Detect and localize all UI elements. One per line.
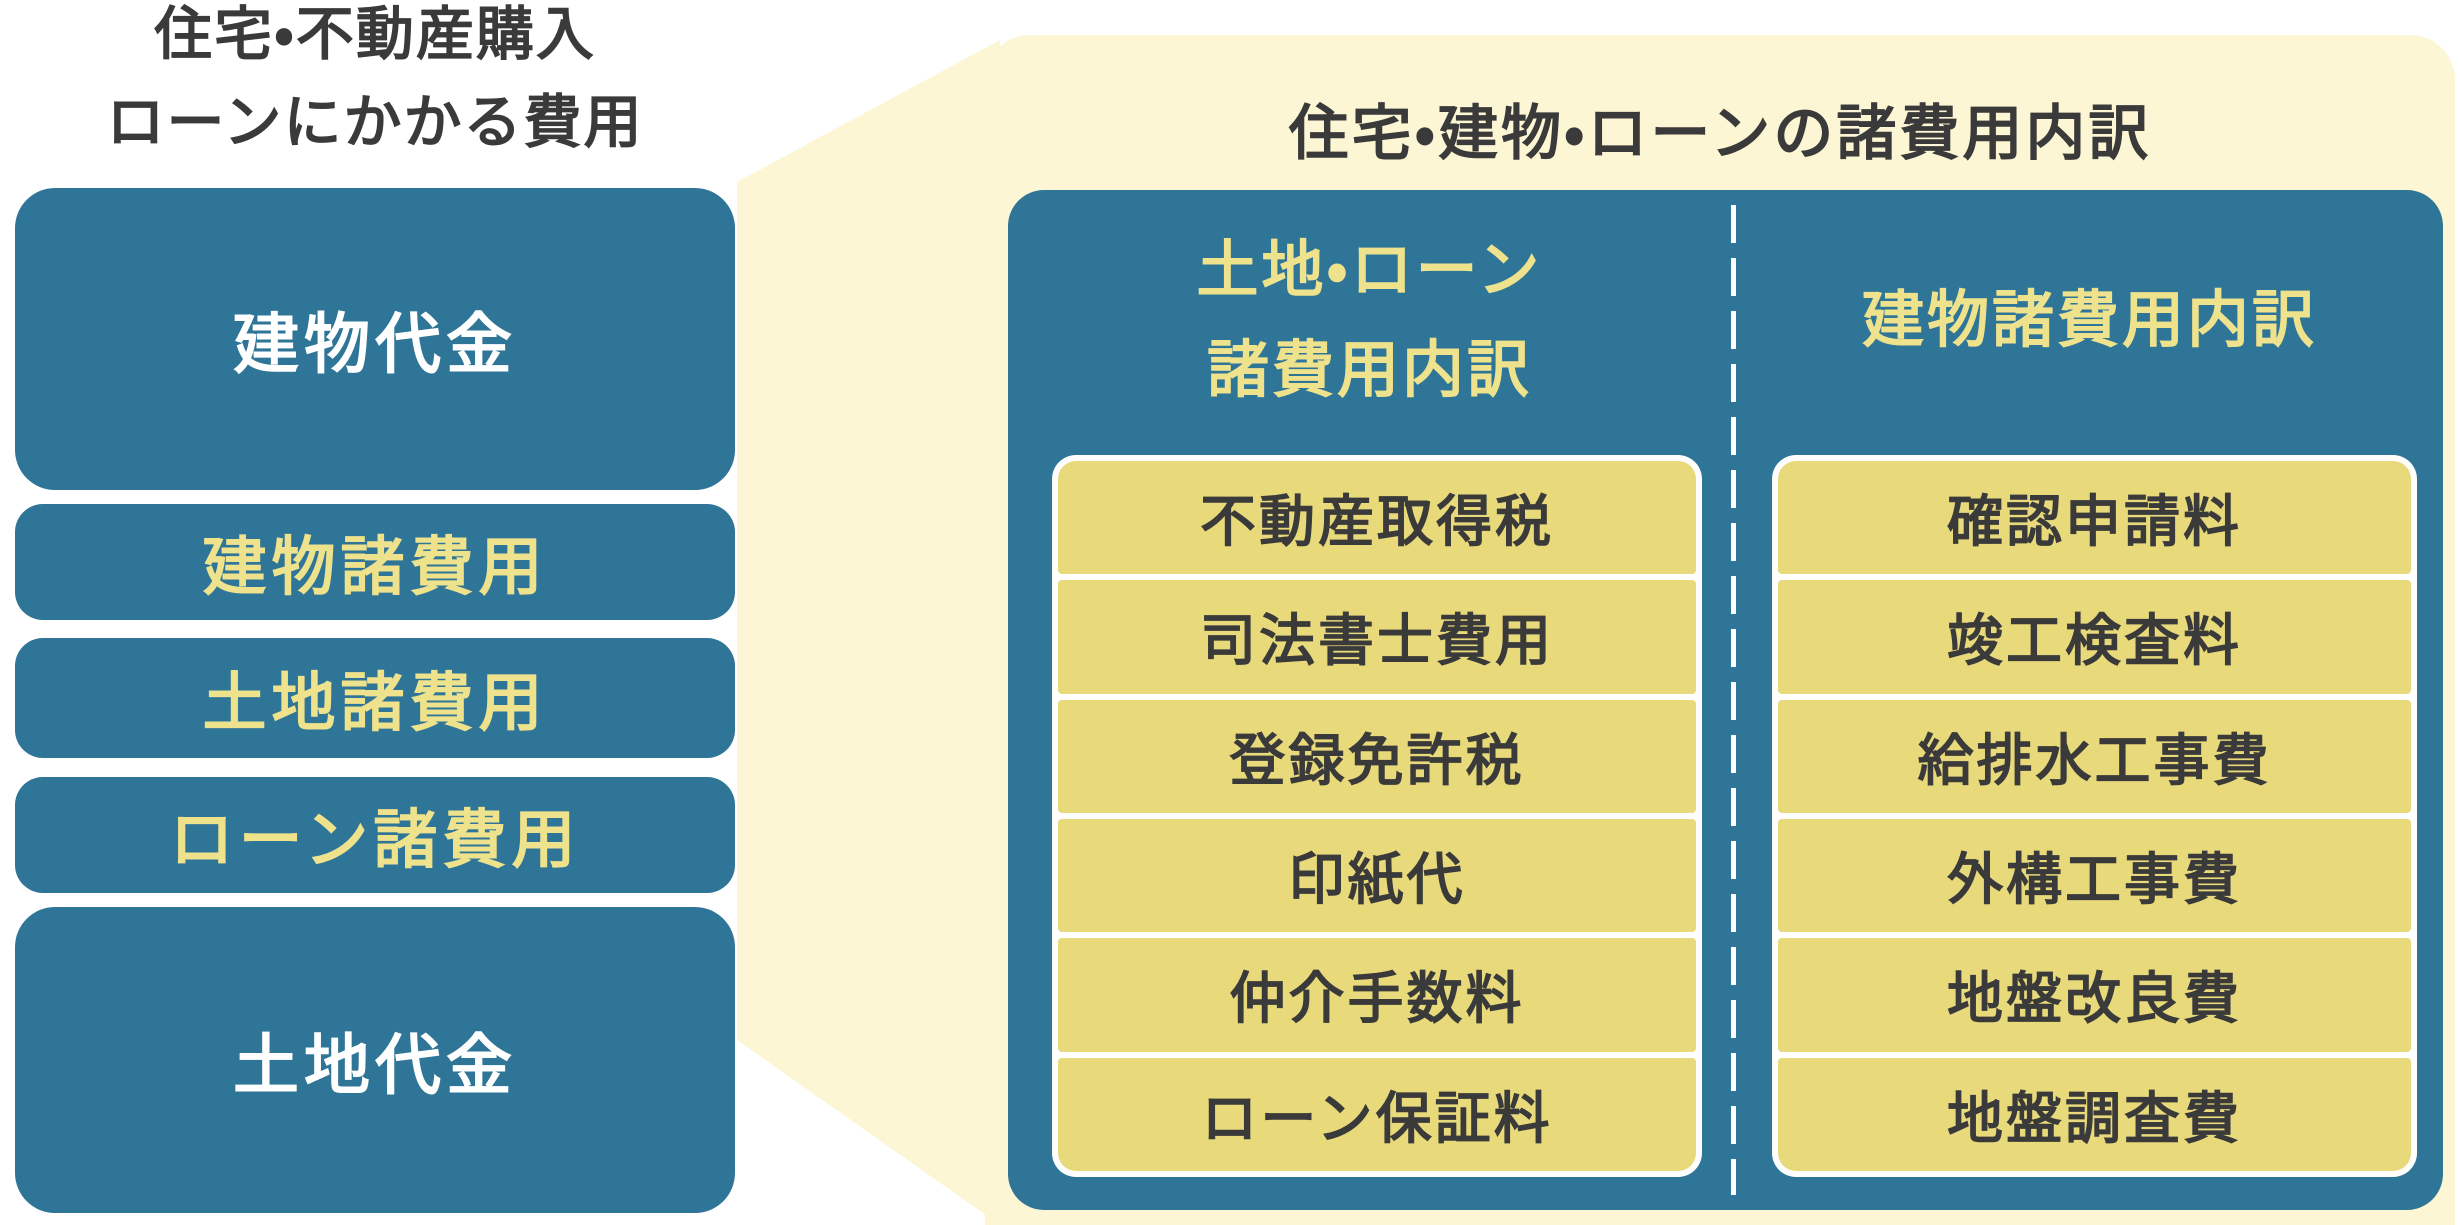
breakdown-panel-title: 住宅・建物・ローンの諸費用内訳 bbox=[1288, 99, 2152, 169]
fee-item: 外構工事費 bbox=[1778, 818, 2411, 933]
land-loan-fees-item-list: 不動産取得税 司法書士費用 登録免許税 印紙代 仲介手数料 ローン保証料 bbox=[1052, 455, 1702, 1177]
box-land-fees: 土地諸費用 bbox=[15, 638, 735, 758]
building-fees-header-line1: 建物諸費用内訳 bbox=[1861, 283, 2317, 356]
column-divider-dashed-line bbox=[1731, 205, 1736, 1195]
left-column-title-line1: 住宅・不動産購入 bbox=[154, 0, 596, 68]
fee-item: 確認申請料 bbox=[1778, 461, 2411, 575]
land-loan-fees-column-header: 土地・ローン 諸費用内訳 bbox=[1008, 220, 1731, 420]
box-building-price: 建物代金 bbox=[15, 188, 735, 490]
box-land-price: 土地代金 bbox=[15, 907, 735, 1213]
fee-item: 竣工検査料 bbox=[1778, 580, 2411, 694]
fee-item: 地盤改良費 bbox=[1778, 938, 2411, 1052]
fee-item: 仲介手数料 bbox=[1058, 938, 1696, 1052]
breakdown-panel: 住宅・建物・ローンの諸費用内訳 土地・ローン 諸費用内訳 建物諸費用内訳 不動産… bbox=[985, 35, 2455, 1225]
left-column-title: 住宅・不動産購入 ローンにかかる費用 bbox=[15, 0, 735, 166]
funnel-shape bbox=[737, 40, 1000, 1225]
land-loan-fees-header-line2: 諸費用内訳 bbox=[1206, 333, 1532, 406]
box-building-fees: 建物諸費用 bbox=[15, 504, 735, 620]
fee-item: 登録免許税 bbox=[1058, 699, 1696, 813]
fee-item: 印紙代 bbox=[1058, 818, 1696, 933]
box-loan-fees: ローン諸費用 bbox=[15, 777, 735, 893]
left-column-title-line2: ローンにかかる費用 bbox=[106, 88, 644, 156]
land-loan-fees-header-line1: 土地・ローン bbox=[1196, 233, 1543, 306]
fee-item: 地盤調査費 bbox=[1778, 1057, 2411, 1171]
fee-item: 司法書士費用 bbox=[1058, 580, 1696, 694]
breakdown-table: 土地・ローン 諸費用内訳 建物諸費用内訳 不動産取得税 司法書士費用 登録免許税… bbox=[1008, 190, 2443, 1210]
fee-item: ローン保証料 bbox=[1058, 1057, 1696, 1171]
building-fees-item-list: 確認申請料 竣工検査料 給排水工事費 外構工事費 地盤改良費 地盤調査費 bbox=[1772, 455, 2417, 1177]
building-fees-column-header: 建物諸費用内訳 bbox=[1736, 270, 2443, 370]
fee-item: 不動産取得税 bbox=[1058, 461, 1696, 575]
fee-item: 給排水工事費 bbox=[1778, 699, 2411, 813]
